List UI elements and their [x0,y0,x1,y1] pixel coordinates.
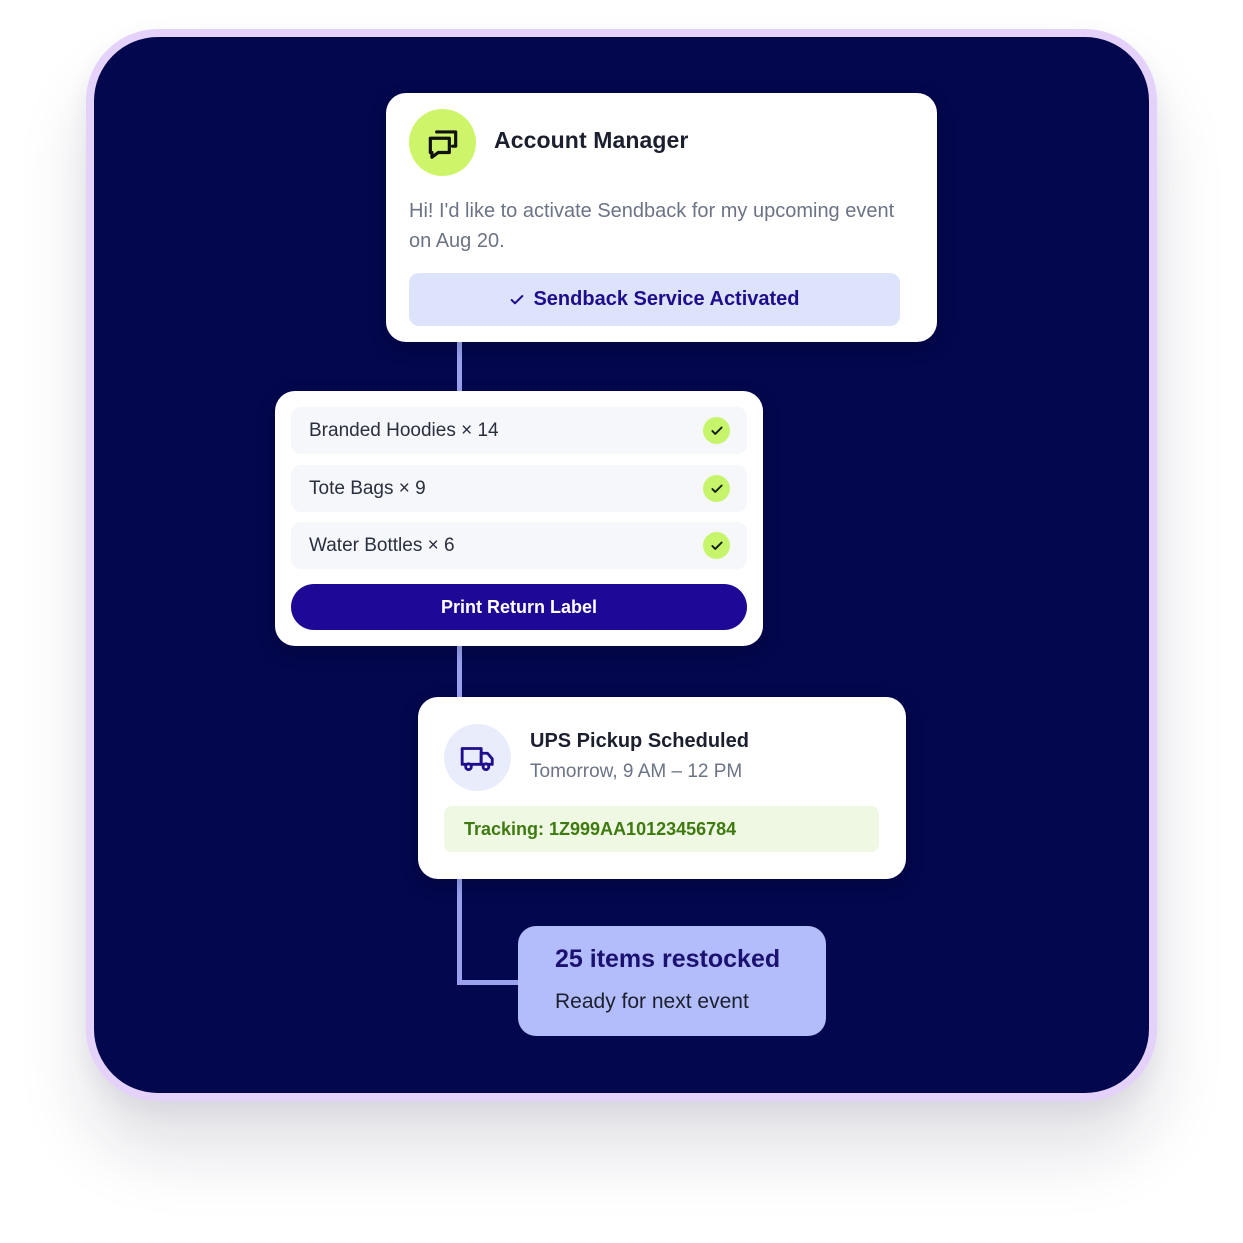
item-label: Tote Bags × 9 [309,478,426,499]
restock-subtitle: Ready for next event [555,990,749,1013]
connector-line-3 [457,879,462,985]
restock-title: 25 items restocked [555,945,781,973]
list-item: Water Bottles × 6 [291,522,747,569]
check-badge-icon [703,417,730,444]
truck-icon-container [444,724,511,791]
check-badge-icon [703,532,730,559]
connector-line-1 [457,342,462,392]
restock-card [518,926,826,1036]
service-activated-label: Sendback Service Activated [533,288,800,310]
check-badge-icon [703,475,730,502]
check-icon [511,294,524,304]
connector-line-4 [457,980,519,985]
print-return-label-button[interactable]: Print Return Label [291,584,747,630]
list-item: Branded Hoodies × 14 [291,407,747,454]
connector-line-2 [457,646,462,698]
item-label: Water Bottles × 6 [309,535,455,556]
tracking-number[interactable]: Tracking: 1Z999AA10123456784 [444,806,879,852]
account-manager-avatar [409,109,476,176]
account-manager-message: Hi! I'd like to activate Sendback for my… [409,200,895,252]
account-manager-title: Account Manager [494,127,689,153]
list-item: Tote Bags × 9 [291,465,747,512]
service-activated-badge: Sendback Service Activated [409,273,900,326]
pickup-title: UPS Pickup Scheduled [530,730,749,752]
pickup-time: Tomorrow, 9 AM – 12 PM [530,761,743,782]
item-label: Branded Hoodies × 14 [309,420,499,441]
chat-bubbles-icon [428,129,457,159]
truck-icon [460,746,494,771]
